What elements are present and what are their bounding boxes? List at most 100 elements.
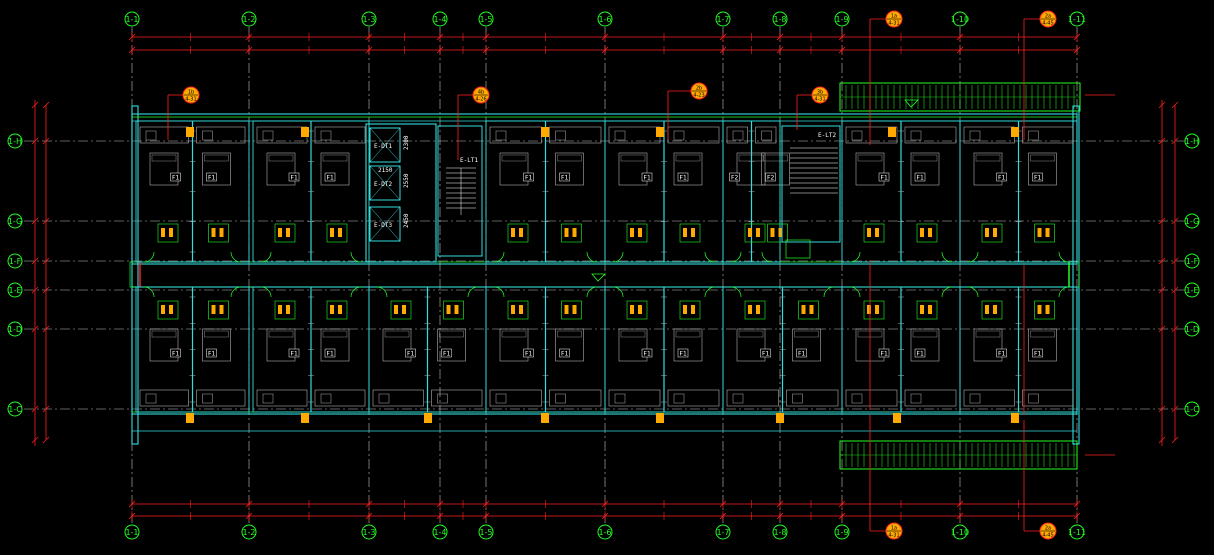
bed	[202, 328, 231, 362]
axis-bubble-bottom-circle	[124, 524, 140, 540]
axis-bubble-left-circle	[7, 213, 23, 229]
bed	[266, 152, 296, 186]
room-tag-box	[206, 172, 217, 182]
toilet-fixture	[630, 305, 634, 314]
riser-fixture	[656, 127, 664, 137]
bed	[736, 328, 766, 362]
section-marker-ref: 4-26	[475, 97, 486, 103]
bathroom	[863, 223, 885, 243]
bathroom	[507, 223, 529, 243]
toilet-fixture	[809, 305, 814, 314]
section-marker-number: 1b	[188, 90, 194, 96]
toilet-fixture	[778, 228, 783, 237]
door-swing	[493, 286, 505, 298]
toilet-fixture	[985, 305, 989, 314]
section-marker-ref: 4-31	[888, 533, 899, 539]
pillow	[675, 330, 701, 338]
window-sill	[963, 389, 1015, 407]
door-swing	[1058, 251, 1070, 263]
elevator-label: E-DT3	[374, 222, 392, 229]
bathroom	[157, 300, 179, 320]
bathroom	[561, 300, 582, 320]
bed	[266, 328, 296, 362]
axis-bubble-left-circle	[7, 282, 23, 298]
axis-bubble-bottom-label: 1-6	[598, 528, 611, 537]
axis-bubble-left-circle	[7, 133, 23, 149]
axis-bubble-right-circle	[1184, 253, 1200, 269]
riser-fixture	[893, 413, 901, 423]
axis-bubble-top-circle	[772, 11, 788, 27]
room-tag-box	[677, 172, 689, 182]
riser-fixture	[776, 413, 784, 423]
pillow	[975, 154, 1001, 162]
core-dimension: 2550	[403, 173, 410, 188]
desk-chair	[145, 130, 157, 141]
bed	[1028, 152, 1057, 186]
desk-chair	[320, 393, 332, 404]
pillow	[763, 154, 788, 162]
axis-bubble-bottom-label: 1-8	[773, 528, 786, 537]
dimension-tick	[1171, 325, 1179, 333]
room-tag-text: F1	[917, 174, 924, 181]
level-marker	[591, 273, 606, 282]
riser-fixture	[424, 413, 432, 423]
door-swing	[260, 286, 272, 298]
axis-bubble-bottom-label: 1-2	[242, 528, 255, 537]
axis-bubble-bottom-circle	[432, 524, 448, 540]
pillow	[268, 154, 294, 162]
bed	[499, 152, 529, 186]
axis-bubble-bottom-label: 1-4	[433, 528, 446, 537]
riser-fixture	[656, 413, 664, 423]
room-tag-text: F1	[208, 174, 215, 181]
core-dimension: 2300	[403, 135, 410, 150]
toilet-fixture	[683, 305, 687, 314]
axis-bubble-top-label: 1-3	[362, 15, 375, 24]
dimension-tick	[1171, 286, 1179, 294]
bed	[499, 328, 529, 362]
bathroom	[679, 300, 701, 320]
bed	[202, 152, 231, 186]
room-tag-text: F1	[172, 174, 179, 181]
riser-fixture	[888, 127, 896, 137]
pillow	[204, 330, 229, 338]
dimension-tick	[1171, 436, 1179, 444]
axis-bubble-right-label: 1-D	[1185, 325, 1199, 334]
bathroom	[981, 300, 1003, 320]
bathroom	[326, 223, 348, 243]
bathroom	[208, 223, 229, 243]
bathroom	[744, 300, 766, 320]
pillow	[268, 330, 294, 338]
axis-bubble-top-label: 1-2	[242, 15, 255, 24]
bed	[149, 328, 179, 362]
dimension-tick	[31, 405, 39, 413]
toilet-fixture	[993, 305, 997, 314]
room-tag-text: F1	[525, 174, 532, 181]
door-swing	[849, 286, 861, 298]
room-tag-box	[878, 172, 890, 182]
toilet-fixture	[572, 305, 577, 314]
riser-fixture	[541, 127, 549, 137]
axis-bubble-right-label: 1-F	[1186, 257, 1199, 266]
pillow	[912, 330, 938, 338]
bathroom	[274, 223, 296, 243]
axis-bubble-top-label: 1-9	[835, 15, 848, 24]
desk-chair	[851, 393, 863, 404]
toilet-fixture	[394, 305, 398, 314]
section-marker-number: 1a	[891, 526, 897, 532]
section-marker-number: 3b	[817, 90, 823, 96]
bathroom	[679, 223, 701, 243]
pillow	[322, 330, 348, 338]
axis-bubble-bottom-circle	[597, 524, 613, 540]
toilet-fixture	[993, 228, 997, 237]
riser-fixture	[186, 413, 194, 423]
pillow	[501, 330, 527, 338]
axis-bubble-left-label: 1-D	[8, 325, 22, 334]
desk-chair	[320, 130, 332, 141]
axis-bubble-bottom-circle	[834, 524, 850, 540]
toilet-fixture	[920, 305, 924, 314]
dimension-tick	[1158, 101, 1166, 109]
room-tag-box	[288, 172, 300, 182]
